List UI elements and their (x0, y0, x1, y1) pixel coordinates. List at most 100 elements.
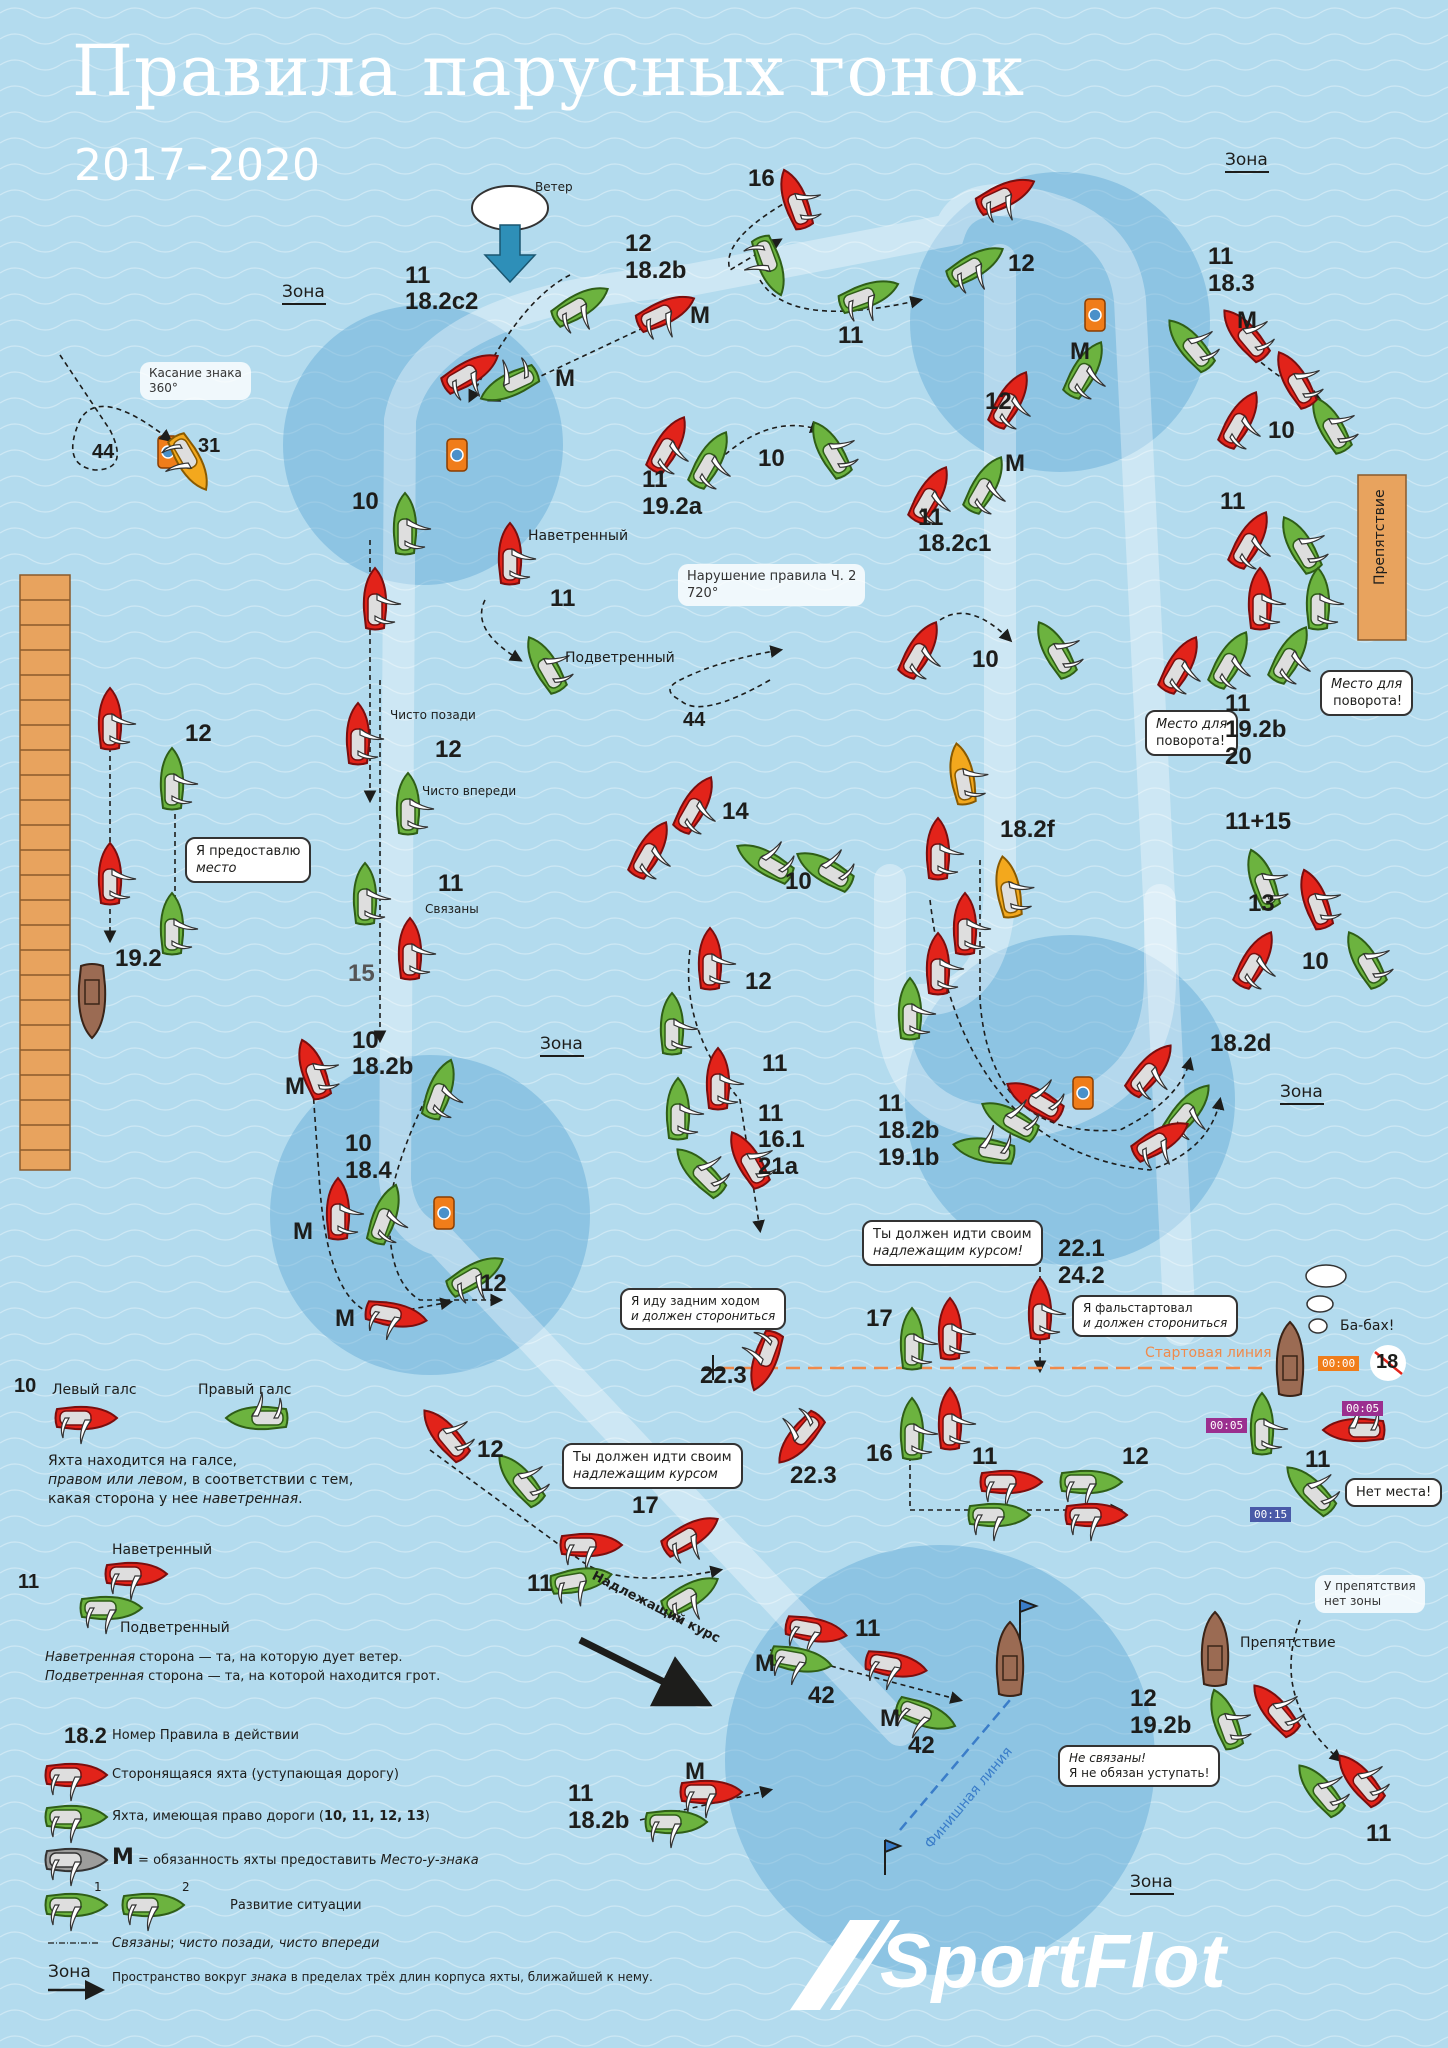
text: = обязанность яхты предоставить (133, 1853, 381, 1868)
legend-rule-sample: 18.2 (64, 1723, 107, 1748)
callout-line: Я иду задним ходом (631, 1294, 760, 1308)
rule-number: 10 (1302, 948, 1329, 975)
rule-number: 10 (352, 1027, 379, 1054)
callout-line: 720° (687, 586, 719, 601)
text: сторона — та, на которой находится грот. (144, 1669, 441, 1684)
callout-not-overlapped: Не связаны!Я не обязан уступать! (1058, 1745, 1221, 1787)
finish-line (899, 1699, 1011, 1831)
callout-line: У препятствия (1324, 1579, 1416, 1593)
callout-line: Я не обязан уступать! (1069, 1766, 1210, 1780)
rule-number: 11 (405, 262, 431, 289)
legend-leeward: Подветренный (120, 1620, 230, 1636)
rule-number: 44 (683, 709, 706, 731)
rule-number: 18.2c1 (918, 530, 992, 557)
zone-label: Зона (1280, 1082, 1324, 1105)
strike-line (1374, 1351, 1403, 1375)
rule-number: 12 (625, 230, 652, 257)
rule-number: 12 (435, 736, 462, 763)
rule-number: 11 (1366, 1820, 1392, 1847)
rule-number: 44 (92, 441, 115, 463)
rule-number: 11 (642, 466, 668, 493)
bang-smoke-icon (1305, 1264, 1347, 1334)
text: Наветренная (45, 1650, 136, 1665)
mark-buoy (446, 438, 468, 472)
mark-room-indicator: M (335, 1305, 355, 1332)
legend-windward: Наветренный (112, 1542, 213, 1558)
bang-label: Ба-бах! (1340, 1318, 1395, 1334)
sportflot-logo-mark (790, 1920, 900, 2010)
zone-circle-mid-left (270, 1055, 590, 1375)
callout-line: Нарушение правила Ч. 2 (687, 569, 857, 584)
text: Яхта, имеющая право дороги ( (112, 1809, 324, 1824)
position-number: 1 (94, 1880, 102, 1894)
timer-badge: 00:15 (1250, 1507, 1292, 1522)
rule-number: 11 (1225, 690, 1251, 717)
rule-number: 19.2 (115, 945, 162, 972)
rule-number: 22.3 (790, 1462, 837, 1489)
rule-number: 11 (1305, 1446, 1331, 1473)
rule-number: 12 (477, 1436, 504, 1463)
rule-number: 10 (758, 445, 785, 472)
rule-number: 22.3 (700, 1362, 747, 1389)
rule-number: 24.2 (1058, 1262, 1105, 1289)
text: , в соответствии с тем, (182, 1472, 354, 1488)
rule-number: 10 (785, 868, 812, 895)
mark-room-indicator: M (685, 1758, 705, 1785)
mark-room-indicator: M (690, 302, 710, 329)
rule-number: 14 (722, 798, 749, 825)
text: M (112, 1845, 134, 1870)
rule-number: 31 (198, 435, 221, 457)
legend-overlap: Связаны; чисто позади, чисто впереди (112, 1934, 379, 1954)
rule-number: 11 (918, 504, 944, 531)
pin-end-mark (703, 1355, 723, 1380)
rule-number: 11 (1220, 488, 1246, 515)
text: Место-у-знака (380, 1853, 479, 1868)
rule-number: 18.3 (1208, 270, 1255, 297)
zone-circle-top-left (283, 305, 563, 585)
mark-buoy (1072, 1076, 1094, 1110)
callout-line: Место для (1331, 677, 1403, 692)
rule-number: 10 (1268, 417, 1295, 444)
obstacle-label: Препятствие (1240, 1635, 1336, 1651)
rule-number: 11 (972, 1443, 998, 1470)
legend-zone-text: Пространство вокруг знака в пределах трё… (112, 1967, 653, 1987)
legend-tack-description: Яхта находится на галсе, правом или лево… (48, 1452, 353, 1509)
text: правом или левом (48, 1472, 183, 1488)
finish-flag-icon (1019, 1599, 1039, 1640)
rule-number: 12 (480, 1270, 507, 1297)
rule-number: 11 (878, 1090, 904, 1117)
rule-number: 18.2c2 (405, 288, 479, 315)
rule-number: 11 (568, 1780, 594, 1807)
timer-badge: 00:05 (1206, 1418, 1248, 1433)
callout-line: и должен сторониться (1083, 1316, 1228, 1330)
rule-number: 18.2b (625, 257, 687, 284)
legend-zone-label: Зона (48, 1962, 91, 1982)
text: чисто позади, чисто впереди (178, 1936, 380, 1951)
callout-line: поворота! (1156, 734, 1226, 749)
rule-number: 17 (632, 1492, 659, 1519)
text: какая сторона у нее (48, 1491, 203, 1507)
text: ) (424, 1809, 430, 1824)
obstacle-label: Препятствие (1372, 489, 1388, 585)
rule-number: 18.2b (352, 1053, 414, 1080)
callout-line: надлежащим курсом (573, 1467, 718, 1482)
text: 10, 11, 12, 13 (324, 1809, 425, 1824)
rule-number: 17 (866, 1305, 893, 1332)
rule-number: 12 (1122, 1443, 1149, 1470)
clear-ahead-label: Чисто впереди (422, 784, 517, 798)
callout-line: место (196, 861, 237, 876)
rule-number: 12 (745, 968, 772, 995)
finish-flag-icon (884, 1839, 903, 1875)
rule-number: 12 (185, 720, 212, 747)
rule-number: 11 (855, 1615, 881, 1642)
windward-label: Наветренный (528, 528, 629, 544)
callout-line: Я фальстартовал (1083, 1301, 1193, 1315)
text: наветренная (202, 1491, 299, 1507)
